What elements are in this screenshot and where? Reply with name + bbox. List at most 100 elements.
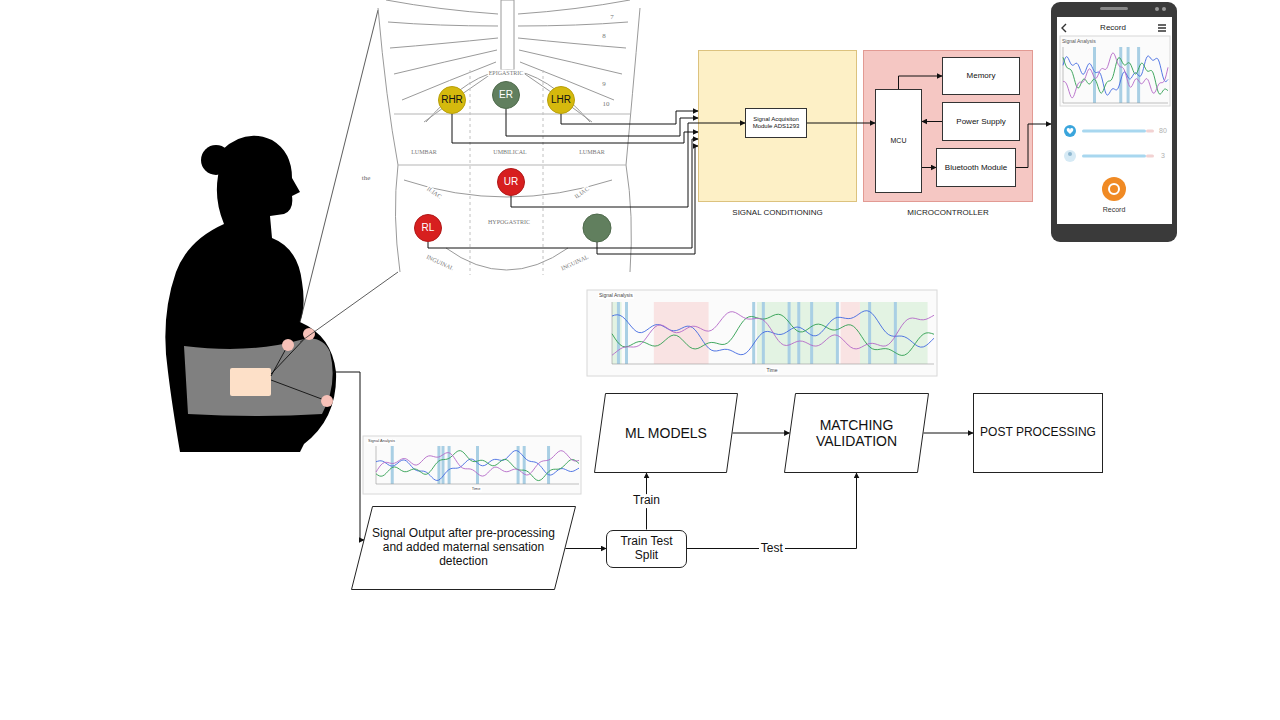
woman-silhouette xyxy=(165,136,336,452)
callout-number: 8 xyxy=(601,32,607,40)
data-parallelogram: ML MODELS xyxy=(594,393,738,473)
menu-icon xyxy=(1158,25,1166,31)
node-text: Signal Output after pre-processing and a… xyxy=(368,527,560,568)
region-line xyxy=(394,114,630,115)
node-text: Bluetooth Module xyxy=(945,163,1007,172)
electrode-circle xyxy=(583,214,611,242)
heart-icon xyxy=(1067,128,1074,134)
phone-dot xyxy=(1162,7,1166,11)
region-label: INGUINAL xyxy=(424,253,455,272)
connector-arrow xyxy=(561,111,698,124)
sensation-marker xyxy=(437,446,440,484)
zoom-line xyxy=(300,272,398,342)
region-label: HYPOGASTRIC xyxy=(487,219,531,226)
edge-label: Train xyxy=(631,494,662,508)
connector-arrow xyxy=(733,433,790,434)
record-button xyxy=(1102,177,1126,201)
node-text: ML MODELS xyxy=(625,425,707,441)
node-text: Signal Acquisiton Module ADS1293 xyxy=(748,116,804,130)
process-box: POST PROCESSING xyxy=(973,393,1103,473)
region-line xyxy=(398,165,626,166)
electrode-circle: LHR xyxy=(547,86,575,114)
abdomen-illustration xyxy=(378,0,640,275)
callout-number: 9 xyxy=(601,80,607,88)
section-heading: MICROCONTROLLER xyxy=(907,208,988,217)
chart-frame xyxy=(1060,36,1170,106)
callout-number: 10 xyxy=(602,100,611,108)
node-text: LHR xyxy=(551,94,571,106)
sensation-marker xyxy=(625,302,628,364)
panel-fill xyxy=(864,51,1033,202)
region-label: UMBILICAL xyxy=(492,149,527,156)
inguinal-line xyxy=(446,248,568,270)
electrode-circle: RHR xyxy=(438,86,466,114)
electrode-circle xyxy=(498,169,525,196)
panel-fill xyxy=(699,51,857,202)
chart-axis xyxy=(1063,47,1168,103)
callout-number: 7 xyxy=(609,13,615,21)
phone-speaker xyxy=(1100,7,1128,10)
region-label: ILIAC xyxy=(425,185,444,201)
process-box: Bluetooth Module xyxy=(936,148,1016,187)
lead-wire xyxy=(271,380,327,401)
sensation-marker xyxy=(788,302,791,364)
electrode-dot xyxy=(321,395,333,407)
electrode-circle: ER xyxy=(492,81,520,109)
sternum xyxy=(501,0,514,70)
note-text: the xyxy=(361,174,372,182)
back-icon xyxy=(1062,24,1066,32)
signal-trace xyxy=(376,451,579,481)
data-parallelogram: Signal Output after pre-processing and a… xyxy=(351,506,576,590)
body-silhouette xyxy=(165,136,336,452)
connector-arrow xyxy=(899,76,943,89)
node-text: RHR xyxy=(441,94,463,106)
node-text: Record xyxy=(1103,206,1126,214)
node-text: MATCHING VALIDATION xyxy=(797,417,917,449)
body-outline xyxy=(626,8,640,272)
electrode-circle xyxy=(493,82,520,109)
chart-axis xyxy=(612,302,934,364)
node-text: UR xyxy=(504,176,518,188)
rib xyxy=(394,50,497,74)
sensation-marker xyxy=(476,446,479,484)
sensation-marker xyxy=(797,302,800,364)
rib xyxy=(390,38,498,48)
connector-arrow xyxy=(922,121,942,122)
node-text: Memory xyxy=(967,71,996,80)
parallelogram-outline xyxy=(785,394,929,473)
node-text: Power Supply xyxy=(956,117,1005,126)
phone-screen xyxy=(1057,17,1172,224)
rib xyxy=(518,0,630,14)
node-text: 3 xyxy=(1161,152,1165,160)
edge-label: Test xyxy=(759,542,785,556)
lead-wire xyxy=(597,146,698,254)
slider-bar xyxy=(1146,155,1154,158)
sensation-marker xyxy=(836,302,839,364)
data-parallelogram: MATCHING VALIDATION xyxy=(784,393,929,473)
device-box xyxy=(230,368,271,396)
sensor-belt xyxy=(184,339,333,417)
electrode-dot xyxy=(282,339,294,351)
node-text: Record xyxy=(1100,23,1126,32)
region-label: ILIAC xyxy=(573,185,592,201)
electrode-circle xyxy=(439,87,466,114)
event-band xyxy=(757,302,838,364)
signal-trace xyxy=(1063,53,1168,98)
region-line xyxy=(543,70,544,275)
node-text: Signal Analysis xyxy=(1062,39,1096,45)
signal-chart xyxy=(363,436,581,494)
process-box: Train Test Split xyxy=(606,530,687,568)
rib xyxy=(519,50,622,74)
event-band xyxy=(841,302,860,364)
phone-frame xyxy=(1051,2,1177,242)
connector-arrow xyxy=(1016,124,1051,168)
connector-arrow xyxy=(511,123,745,207)
signal-trace xyxy=(1063,57,1168,94)
node-text: MCU xyxy=(891,137,907,145)
process-box: Power Supply xyxy=(942,102,1020,141)
zoom-line xyxy=(300,10,378,322)
parallelogram-outline xyxy=(352,507,576,590)
